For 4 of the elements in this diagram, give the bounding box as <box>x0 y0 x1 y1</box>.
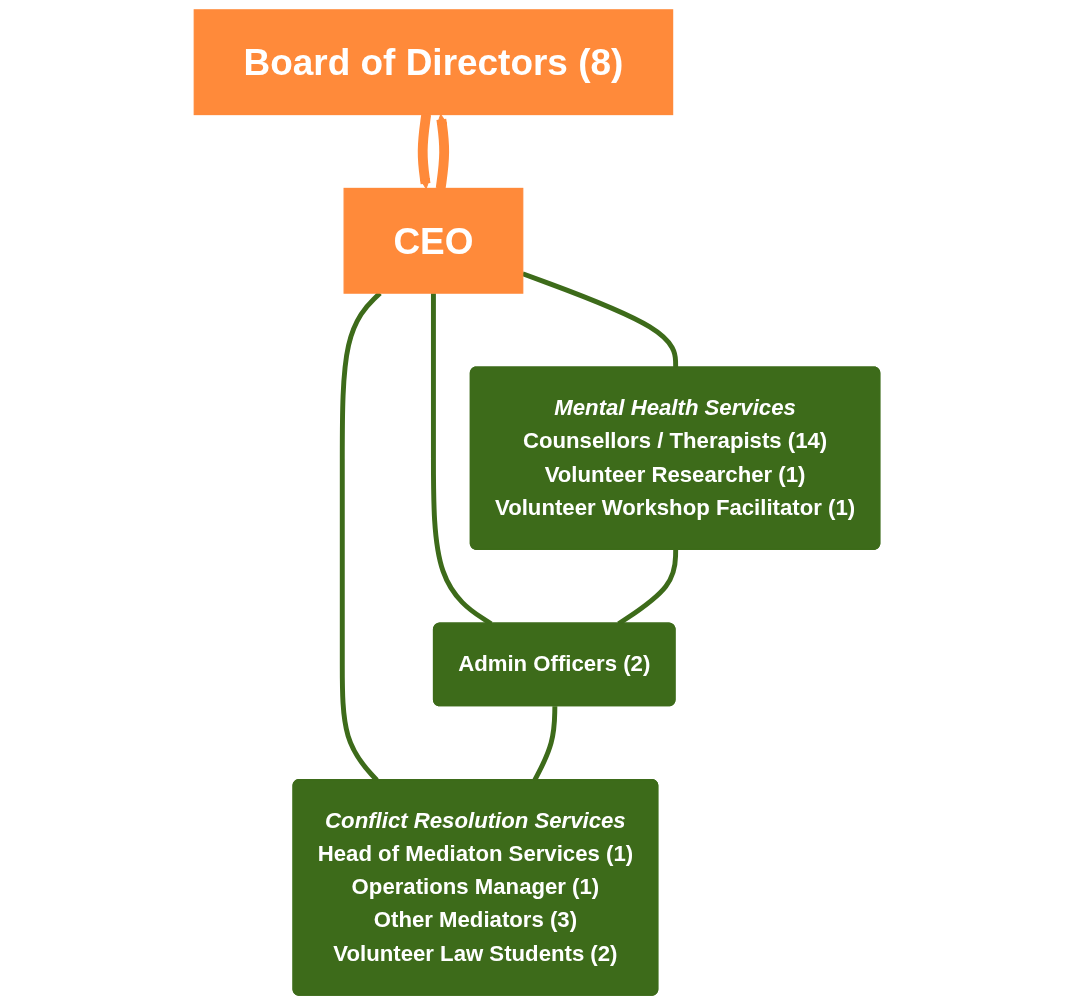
arrow <box>417 113 432 189</box>
arrow <box>435 114 450 190</box>
node-box: Board of Directors (8) <box>193 9 674 116</box>
node-box: CEO <box>343 187 524 294</box>
